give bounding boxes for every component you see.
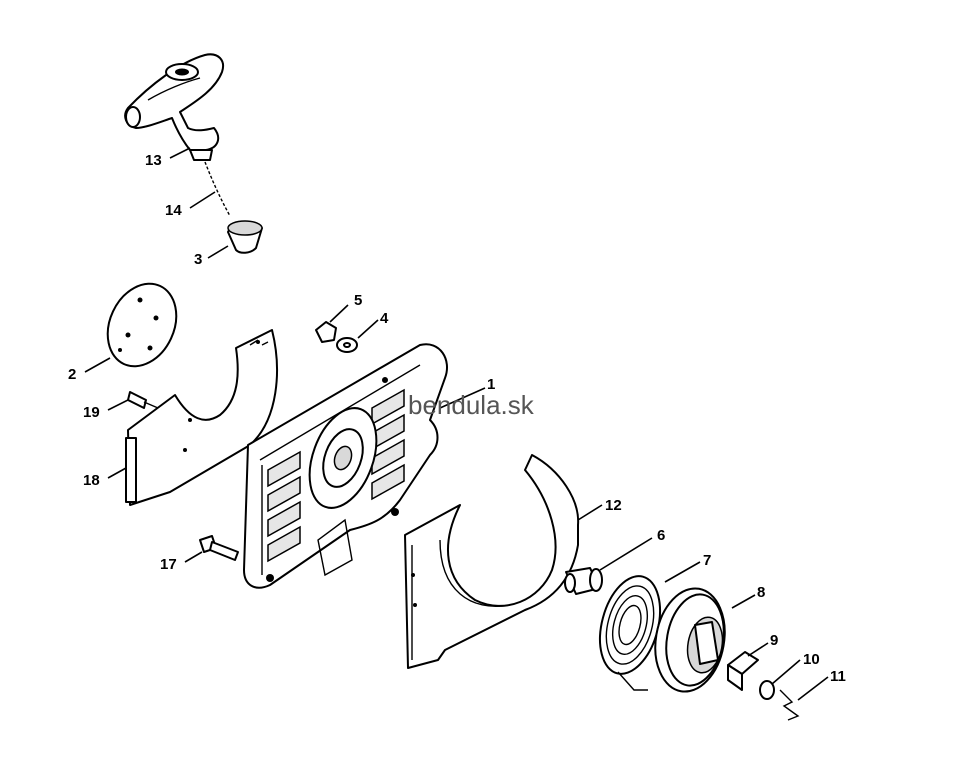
starter-rope-part bbox=[204, 161, 231, 217]
callout-12: 12 bbox=[605, 497, 622, 514]
rope-guide-part bbox=[227, 220, 263, 254]
callout-2: 2 bbox=[68, 366, 76, 383]
callout-11: 11 bbox=[830, 668, 846, 685]
pawl-part bbox=[727, 651, 759, 691]
callout-7: 7 bbox=[703, 552, 711, 569]
screw-19-part bbox=[127, 391, 159, 409]
watermark-text: bendula.sk bbox=[408, 390, 535, 420]
callout-6: 6 bbox=[657, 527, 665, 544]
callout-18: 18 bbox=[83, 472, 100, 489]
washer-4-part bbox=[336, 337, 358, 353]
callout-labels: 13 14 3 5 4 2 1 19 18 12 6 7 8 17 9 10 1… bbox=[68, 152, 846, 685]
leader-lines bbox=[84, 147, 829, 701]
callout-5: 5 bbox=[354, 292, 362, 309]
callout-1: 1 bbox=[487, 376, 495, 393]
nut-5-part bbox=[315, 321, 337, 343]
callout-19: 19 bbox=[83, 404, 100, 421]
callout-14: 14 bbox=[165, 202, 182, 219]
washer-10-part bbox=[759, 680, 775, 700]
spindle-part bbox=[564, 567, 603, 595]
callout-9: 9 bbox=[770, 632, 778, 649]
callout-10: 10 bbox=[803, 651, 820, 668]
callout-17: 17 bbox=[160, 556, 177, 573]
cover-plate-part bbox=[106, 282, 178, 368]
rewind-spring-part bbox=[599, 575, 661, 691]
starter-cover-part bbox=[404, 454, 580, 669]
spring-clip-part bbox=[779, 689, 800, 721]
fan-housing-part bbox=[243, 343, 448, 589]
side-guard-part bbox=[125, 329, 278, 506]
callout-3: 3 bbox=[194, 251, 202, 268]
screw-17-part bbox=[199, 535, 239, 561]
starter-grip-part bbox=[124, 53, 224, 161]
rope-rotor-part bbox=[654, 587, 726, 693]
callout-4: 4 bbox=[380, 310, 389, 327]
callout-13: 13 bbox=[145, 152, 162, 169]
callout-8: 8 bbox=[757, 584, 765, 601]
